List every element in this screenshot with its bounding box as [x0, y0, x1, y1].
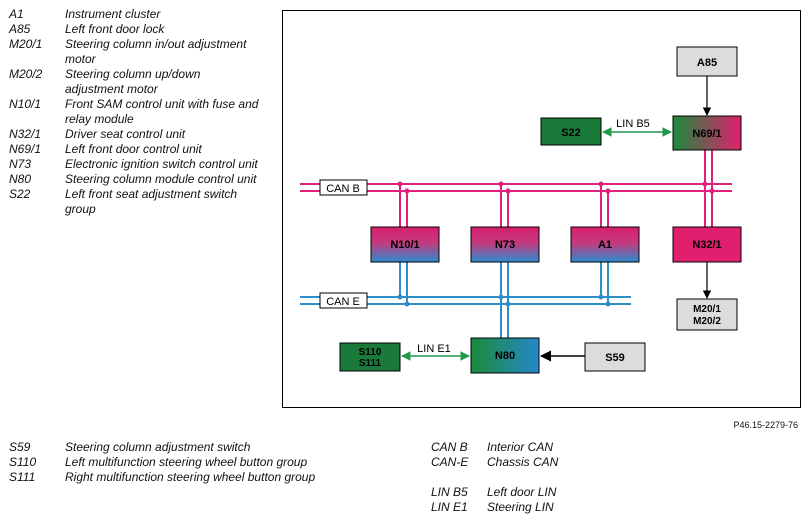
- diagram-canvas: CAN B CAN E A85 N69/1 S22 LIN B5: [300, 46, 742, 374]
- svg-text:S22: S22: [561, 127, 581, 139]
- node-a1: A1: [570, 226, 640, 263]
- node-n10-1: N10/1: [370, 226, 440, 263]
- network-diagram: CAN B CAN E A85 N69/1 S22 LIN B5: [282, 10, 801, 408]
- node-m20: M20/1 M20/2: [676, 298, 738, 331]
- node-n80: N80: [470, 337, 540, 374]
- svg-text:S59: S59: [605, 352, 625, 364]
- node-s22: S22: [540, 117, 602, 146]
- figure-reference: P46.15-2279-76: [733, 420, 798, 430]
- can-e-label-text: CAN E: [326, 296, 360, 308]
- svg-text:M20/1: M20/1: [693, 304, 721, 315]
- can-b-label: CAN B: [319, 179, 368, 196]
- lin-e1-label: LIN E1: [417, 343, 451, 355]
- node-s110-s111: S110 S111: [339, 342, 401, 372]
- lin-b5-label: LIN B5: [616, 118, 650, 130]
- can-e-label: CAN E: [319, 292, 368, 309]
- svg-text:N10/1: N10/1: [390, 239, 419, 251]
- svg-text:N73: N73: [495, 239, 515, 251]
- node-s59: S59: [584, 342, 646, 372]
- node-a85: A85: [676, 46, 738, 77]
- node-n73: N73: [470, 226, 540, 263]
- node-n69-1: N69/1: [672, 115, 742, 151]
- svg-text:N69/1: N69/1: [692, 128, 721, 140]
- svg-text:S110: S110: [359, 347, 382, 358]
- svg-text:M20/2: M20/2: [693, 316, 721, 327]
- svg-text:S111: S111: [359, 358, 382, 369]
- svg-text:N32/1: N32/1: [692, 239, 721, 251]
- node-n32-1: N32/1: [672, 226, 742, 263]
- svg-text:N80: N80: [495, 350, 515, 362]
- svg-text:A85: A85: [697, 57, 717, 69]
- can-b-label-text: CAN B: [326, 183, 360, 195]
- svg-text:A1: A1: [598, 239, 612, 251]
- can-b-bus: [300, 150, 732, 227]
